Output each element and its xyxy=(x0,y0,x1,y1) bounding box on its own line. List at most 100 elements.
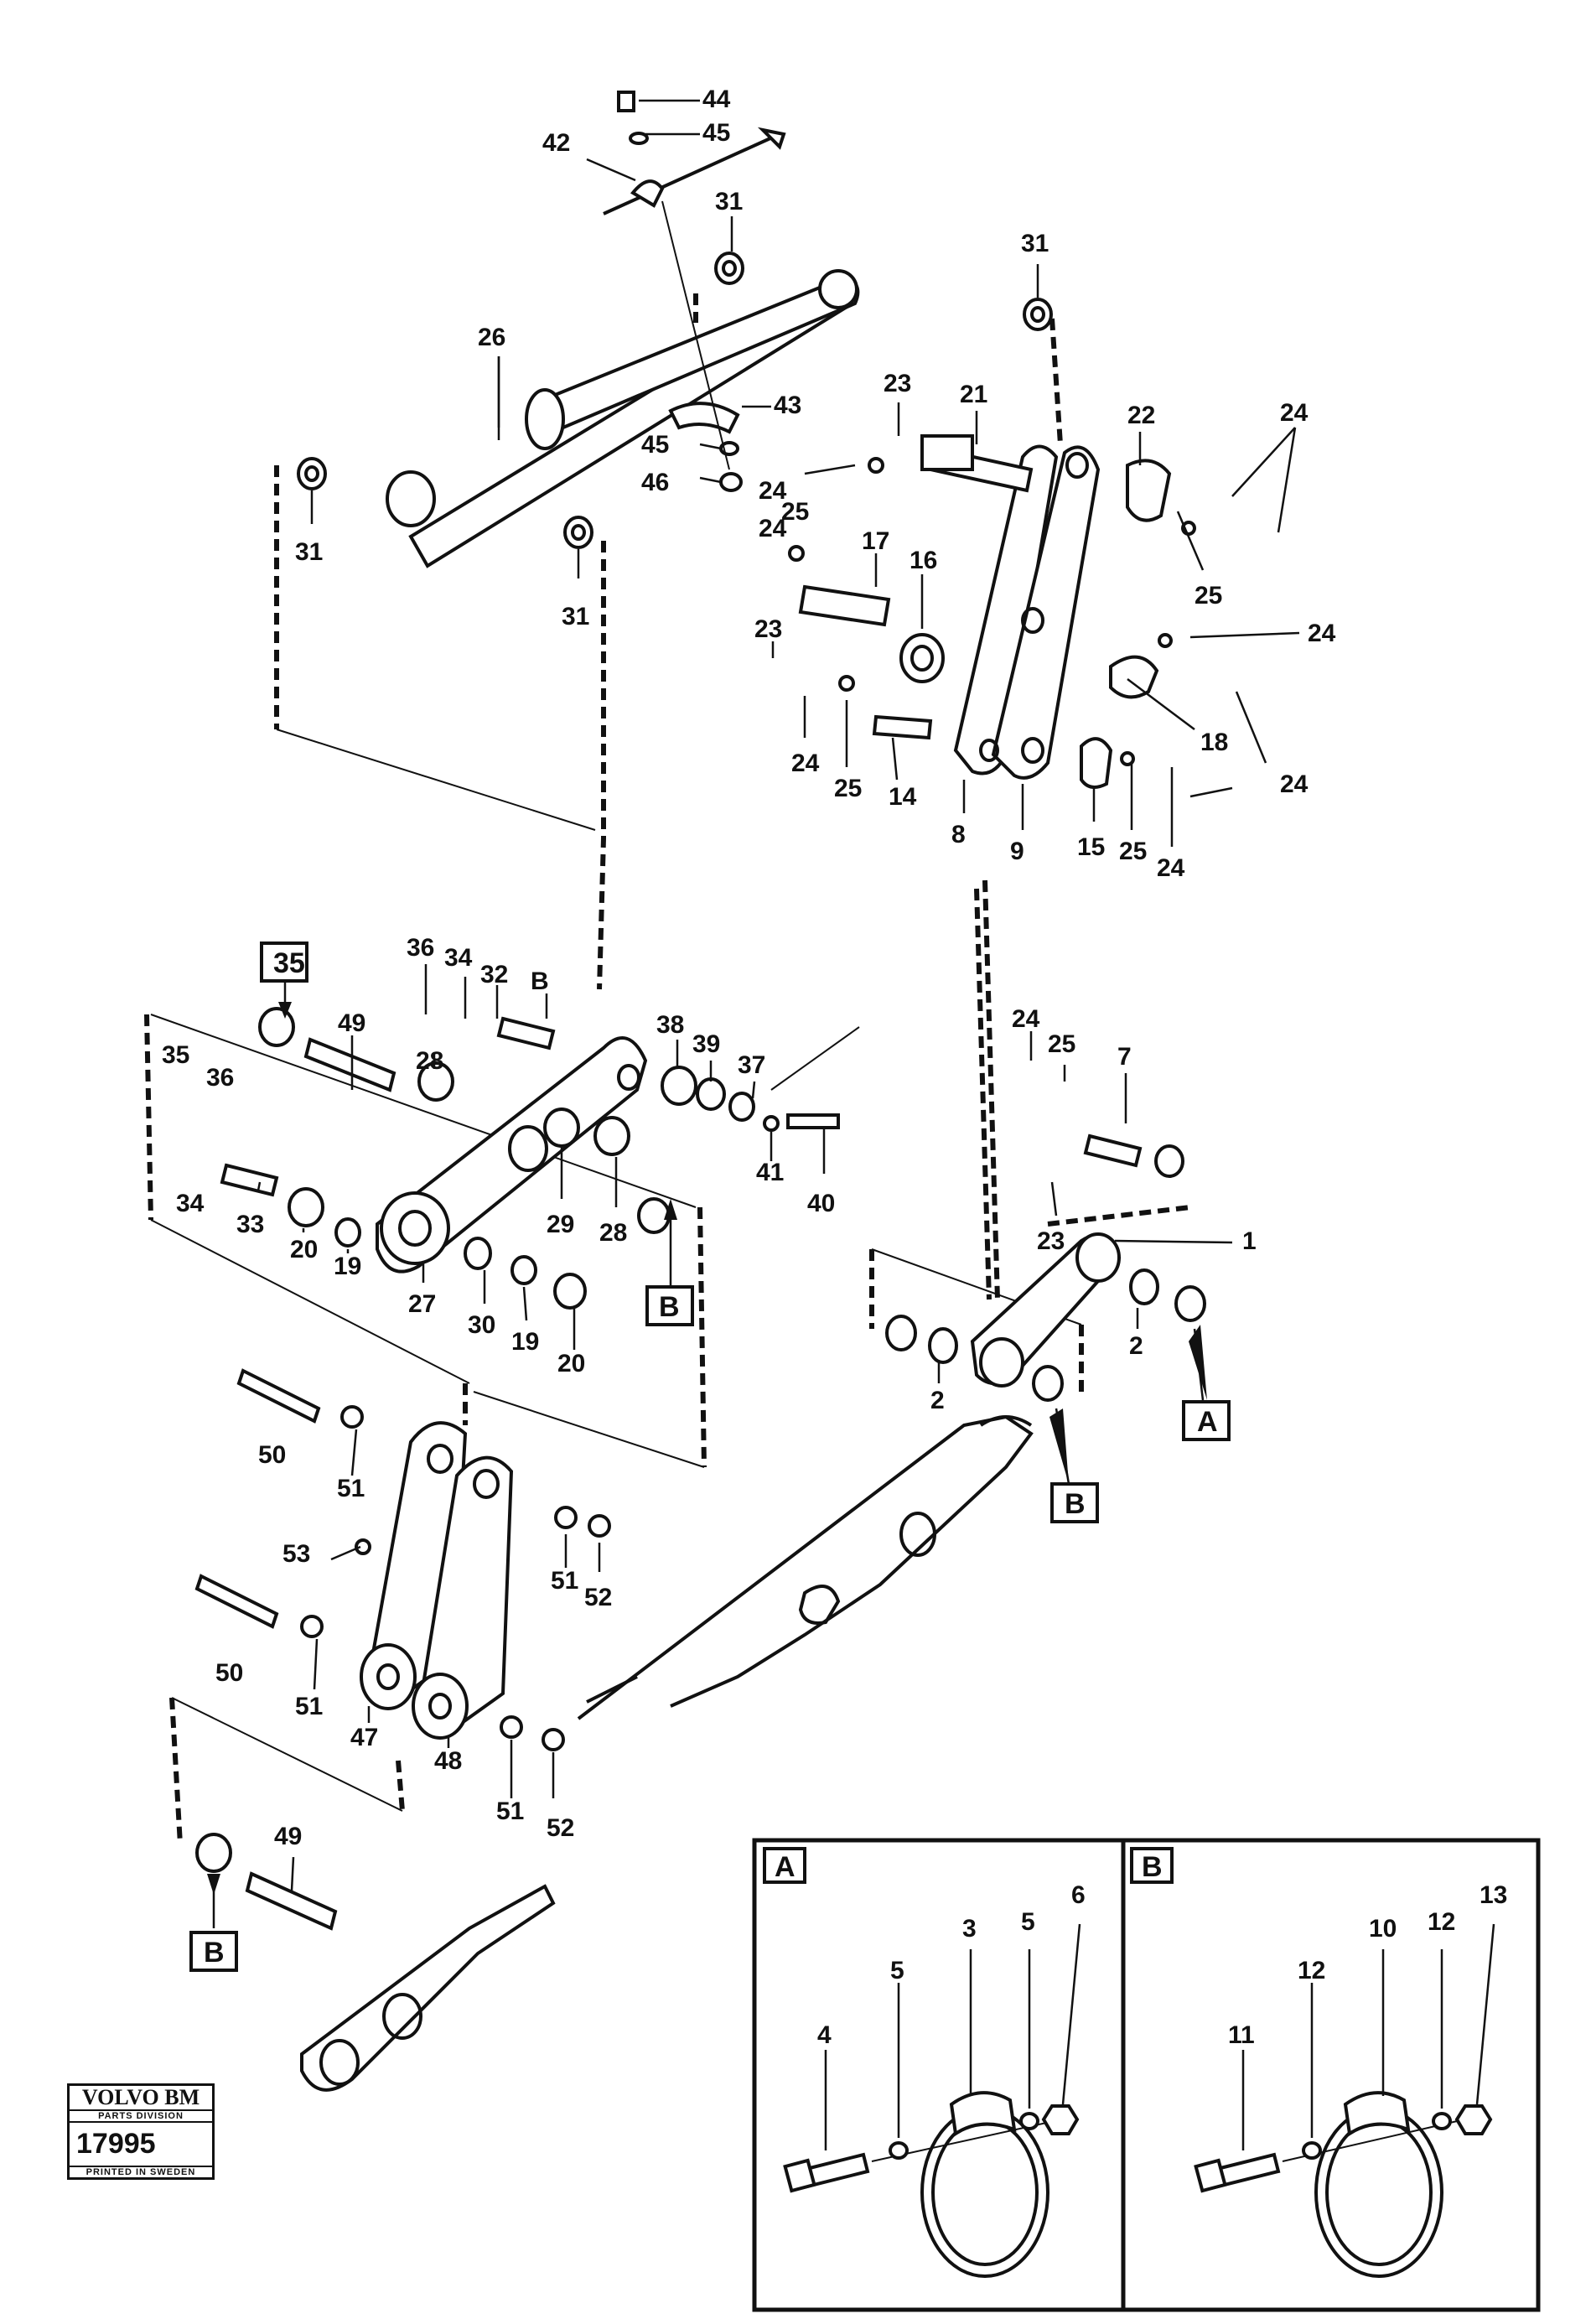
callout: 16 xyxy=(910,547,937,574)
callout: 52 xyxy=(547,1814,574,1842)
lever-1 xyxy=(885,1133,1206,1402)
callout: 31 xyxy=(715,188,743,215)
callout: 29 xyxy=(547,1211,574,1238)
callout: 38 xyxy=(656,1011,684,1039)
callout: 24 xyxy=(1280,399,1309,427)
callout: 27 xyxy=(408,1290,436,1318)
callout: 15 xyxy=(1077,833,1105,861)
callout: 28 xyxy=(416,1047,443,1075)
callout: B xyxy=(531,967,549,995)
callout: 23 xyxy=(754,615,782,643)
callout: 2 xyxy=(930,1387,945,1414)
boom-arm xyxy=(577,1414,1034,1720)
callout: 51 xyxy=(295,1693,323,1720)
callout: 34 xyxy=(176,1190,205,1217)
callout: 19 xyxy=(511,1328,539,1356)
callout: 35 xyxy=(273,947,305,979)
callout: 24 xyxy=(759,515,787,542)
callout: 19 xyxy=(334,1253,361,1280)
callout: 48 xyxy=(434,1747,462,1775)
callout: 12 xyxy=(1428,1908,1455,1936)
callout: 47 xyxy=(350,1724,378,1751)
callout: 24 xyxy=(1280,770,1309,798)
logo-brand: VOLVO BM xyxy=(70,2086,212,2111)
pin-49-lower xyxy=(195,1833,338,1931)
link-plates-8-9 xyxy=(953,444,1101,780)
link-plates-47-48 xyxy=(360,1421,514,1740)
tag-arrows xyxy=(207,981,1207,1928)
callout: 20 xyxy=(557,1350,585,1377)
callout: 6 xyxy=(1071,1881,1086,1909)
callout: 24 xyxy=(1308,620,1336,647)
callout: 45 xyxy=(641,431,669,459)
detail-b-label: B xyxy=(1142,1851,1163,1883)
callout: 10 xyxy=(1369,1915,1397,1943)
callout: B xyxy=(659,1291,680,1323)
callout: 45 xyxy=(702,119,730,147)
callout: 42 xyxy=(542,129,570,157)
logo-printed-note: PRINTED IN SWEDEN xyxy=(86,2167,196,2177)
callout: 11 xyxy=(1228,2021,1255,2049)
callout: 40 xyxy=(807,1190,835,1217)
callout: 30 xyxy=(468,1311,495,1339)
callout: 24 xyxy=(1012,1005,1040,1033)
callout: 36 xyxy=(206,1064,234,1092)
callout: 49 xyxy=(338,1009,365,1037)
callout: 23 xyxy=(884,370,911,397)
callout: 20 xyxy=(290,1236,318,1263)
callout: 31 xyxy=(1021,230,1049,257)
lever-27 xyxy=(376,1036,648,1274)
callout: 5 xyxy=(1021,1908,1035,1936)
callout: 9 xyxy=(1010,838,1024,865)
callout: 41 xyxy=(756,1159,784,1186)
callout: B xyxy=(1065,1488,1086,1520)
cylinder-26 xyxy=(386,269,860,568)
callout: 8 xyxy=(951,821,966,848)
detail-panel-b: B 11 12 10 12 13 xyxy=(1130,1847,1507,2278)
callout: 14 xyxy=(889,783,917,811)
callout: 32 xyxy=(480,961,508,988)
callout: 5 xyxy=(890,1957,904,1984)
pins-right xyxy=(788,434,1196,789)
washers-middle-left xyxy=(220,1016,860,1310)
detail-panels: A 4 5 3 5 6 B xyxy=(752,1838,1541,2312)
callout: 50 xyxy=(215,1659,243,1687)
callout: 25 xyxy=(781,498,809,526)
volvo-bm-logo-stamp: VOLVO BM PARTS DIVISION 17995 PRINTED IN… xyxy=(67,2083,215,2180)
callout: 46 xyxy=(641,469,669,496)
callout: 1 xyxy=(1242,1227,1257,1255)
callout: 31 xyxy=(562,603,589,630)
callout: 34 xyxy=(444,944,473,972)
callout: 51 xyxy=(551,1567,578,1595)
callout: 25 xyxy=(1195,582,1222,610)
callout: 25 xyxy=(834,775,862,802)
callout: 3 xyxy=(962,1915,977,1943)
callout: 53 xyxy=(282,1540,310,1568)
callout: 31 xyxy=(295,538,323,566)
callout: 36 xyxy=(407,934,434,962)
part-diagram-number: 17995 xyxy=(70,2121,212,2167)
logo-division: PARTS DIVISION xyxy=(98,2111,184,2121)
callout: B xyxy=(204,1937,225,1969)
callout: 26 xyxy=(478,324,505,351)
detail-panel-a: A 4 5 3 5 6 xyxy=(763,1847,1086,2278)
callout: 51 xyxy=(496,1797,524,1825)
callout: 22 xyxy=(1127,402,1155,429)
callout: 39 xyxy=(692,1030,720,1058)
callout: 25 xyxy=(1048,1030,1075,1058)
callout: 35 xyxy=(162,1041,189,1069)
bushing-31-set xyxy=(297,252,1053,549)
callout: 4 xyxy=(817,2021,832,2049)
callout: 23 xyxy=(1037,1227,1065,1255)
lower-bracket xyxy=(300,1884,556,2092)
callout: 49 xyxy=(274,1823,302,1850)
callout: 33 xyxy=(236,1211,264,1238)
callout: 44 xyxy=(702,86,731,113)
callout: 25 xyxy=(1119,838,1147,865)
callout: 18 xyxy=(1200,729,1228,756)
detail-a-label: A xyxy=(775,1851,796,1883)
callout: 52 xyxy=(584,1584,612,1611)
callout: 12 xyxy=(1298,1957,1325,1984)
callout: 21 xyxy=(960,381,987,408)
